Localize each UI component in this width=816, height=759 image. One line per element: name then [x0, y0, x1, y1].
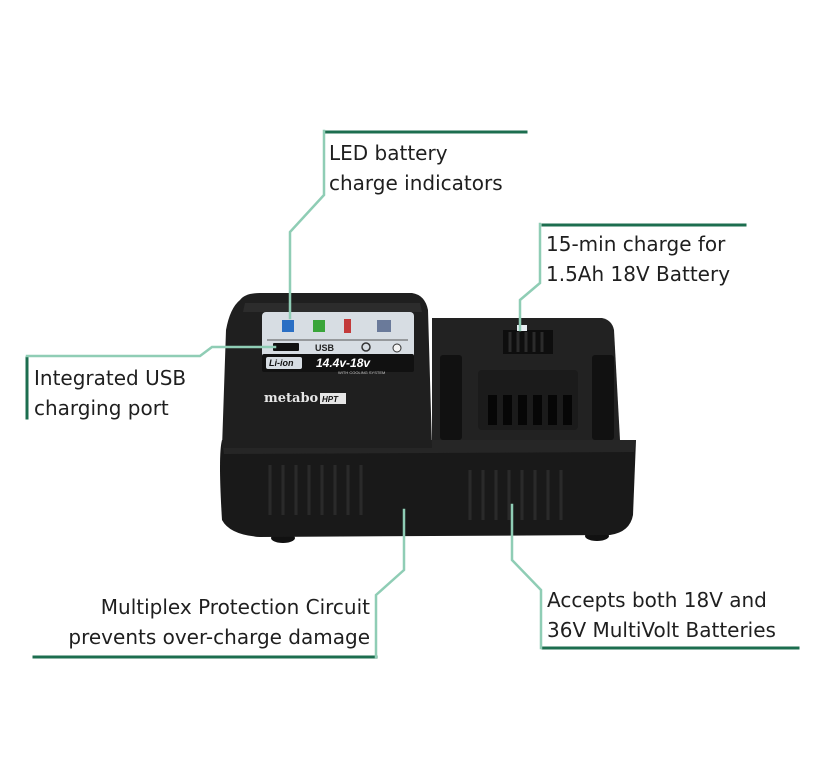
- charged-icon: [313, 320, 325, 332]
- battery-rail: [440, 355, 462, 440]
- callout-usb-line2: charging port: [34, 396, 169, 420]
- callout-protection-line1: Multiplex Protection Circuit: [100, 595, 370, 619]
- callout-leader-accepts: [510, 503, 543, 650]
- callout-accepts-line2: 36V MultiVolt Batteries: [547, 618, 776, 642]
- usb-port: [273, 343, 299, 351]
- battery-rail: [592, 355, 614, 440]
- callout-led-line2: charge indicators: [329, 171, 503, 195]
- brand-suffix: HPT: [322, 395, 339, 404]
- power-icon: [361, 342, 371, 352]
- callout-leader-protection: [374, 508, 406, 659]
- thermometer-icon: [344, 319, 351, 333]
- callout-charge-line1: 15-min charge for: [546, 232, 726, 256]
- callout-protection-line2: prevents over-charge damage: [68, 625, 370, 649]
- callout-usb: Integrated USB charging port: [34, 363, 186, 423]
- callout-led-line1: LED battery: [329, 141, 448, 165]
- callout-charge-line2: 1.5Ah 18V Battery: [546, 262, 731, 286]
- callout-usb-line1: Integrated USB: [34, 366, 187, 390]
- callout-accepts-line1: Accepts both 18V and: [547, 588, 767, 612]
- usb-label: USB: [315, 343, 335, 353]
- voltage-label: 14.4v-18v: [316, 356, 371, 370]
- brand-logo: metabo: [264, 391, 319, 406]
- cooling-icon: [377, 320, 391, 332]
- callout-protection: Multiplex Protection Circuit prevents ov…: [34, 592, 370, 652]
- callout-leader-usb: [25, 345, 277, 358]
- charger-base: [220, 440, 636, 537]
- callout-lines: [25, 129, 800, 659]
- callout-accepts: Accepts both 18V and 36V MultiVolt Batte…: [547, 585, 776, 645]
- chemistry-label: Li-ion: [269, 358, 294, 368]
- callout-led: LED battery charge indicators: [329, 138, 503, 198]
- power-led: [392, 343, 402, 353]
- battery-status-icon: [282, 320, 294, 332]
- callout-charge: 15-min charge for 1.5Ah 18V Battery: [546, 229, 730, 289]
- cooling-label: WITH COOLING SYSTEM: [338, 370, 385, 375]
- callout-leader-led: [288, 129, 326, 320]
- callout-leader-charge: [518, 222, 542, 332]
- battery-charger: USB Li-ion 14.4v-18v WITH COOLING SYSTEM…: [220, 293, 636, 543]
